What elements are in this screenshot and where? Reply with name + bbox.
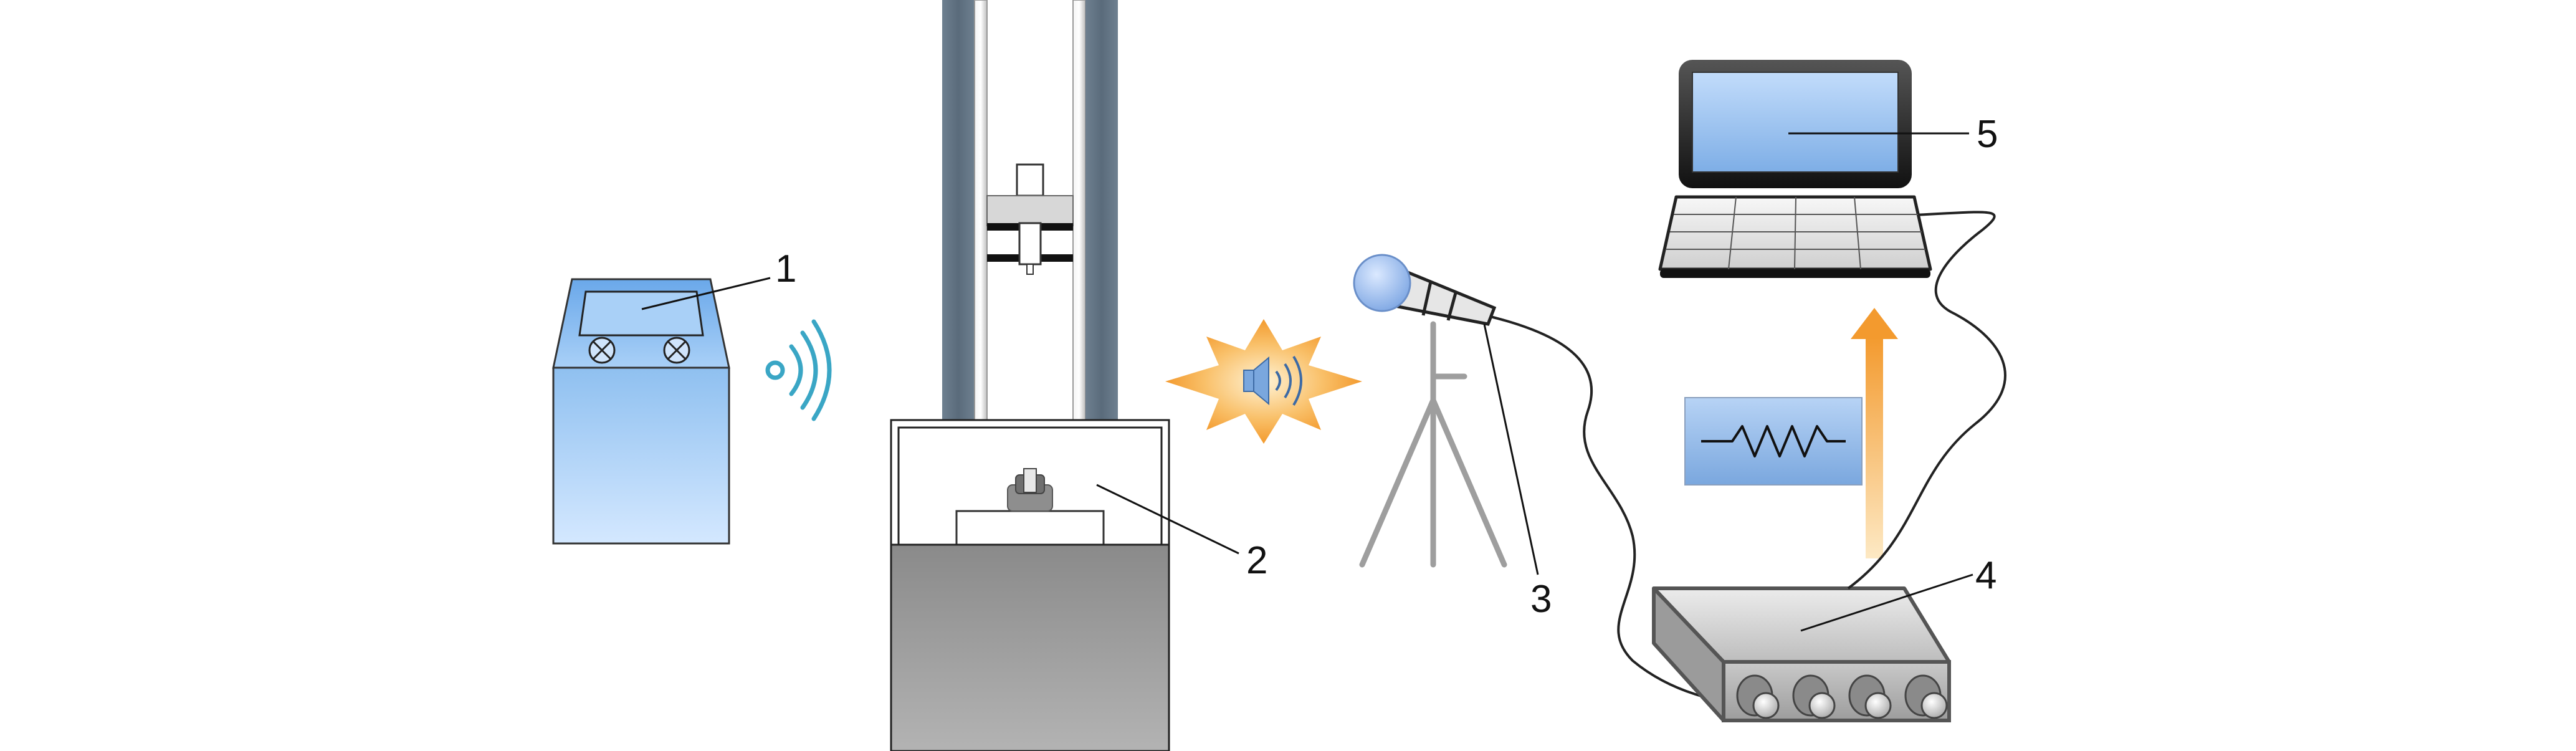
laptop: [1658, 60, 1932, 278]
leader-line-3: [1483, 323, 1539, 575]
specimen: [1007, 468, 1053, 512]
leader-line-4: [1800, 573, 1973, 632]
crosshead: [986, 163, 1074, 275]
label-3: 3: [1530, 578, 1552, 621]
right-rod: [1072, 0, 1086, 422]
label-4: 4: [1975, 554, 1996, 597]
amplifier-knob-1: [1736, 674, 1780, 719]
laptop-cable: [1847, 211, 2006, 590]
waveform-icon: [1701, 425, 1846, 457]
machine-base: [890, 543, 1170, 751]
amplifier-knob-3: [1848, 674, 1892, 719]
microphone-head: [1353, 254, 1411, 312]
leader-line-1: [641, 277, 771, 310]
control-unit-knob-left: [588, 337, 616, 364]
left-rod: [974, 0, 988, 422]
amplifier-knob-4: [1904, 674, 1948, 719]
right-column: [1085, 0, 1118, 421]
label-5: 5: [1977, 113, 1998, 156]
wifi-waves-icon: [765, 319, 832, 421]
amplifier: [1652, 586, 1951, 722]
testing-machine: [890, 0, 1170, 751]
control-unit: [552, 278, 730, 545]
left-column: [942, 0, 975, 421]
arrow-up-icon: [1851, 308, 1898, 558]
microphone: [1353, 254, 1497, 326]
amplifier-knob-2: [1792, 674, 1836, 719]
signal-box: [1684, 397, 1863, 486]
speaker-icon: [1243, 355, 1302, 406]
leader-line-2: [1096, 484, 1239, 555]
laptop-screen: [1692, 72, 1899, 173]
microphone-cable: [1490, 315, 1762, 707]
label-2: 2: [1246, 539, 1267, 582]
label-1: 1: [775, 247, 796, 290]
control-unit-knob-right: [663, 337, 690, 364]
specimen-platform: [955, 510, 1105, 546]
microphone-tripod: [1359, 321, 1507, 568]
sound-burst: [1165, 319, 1362, 444]
